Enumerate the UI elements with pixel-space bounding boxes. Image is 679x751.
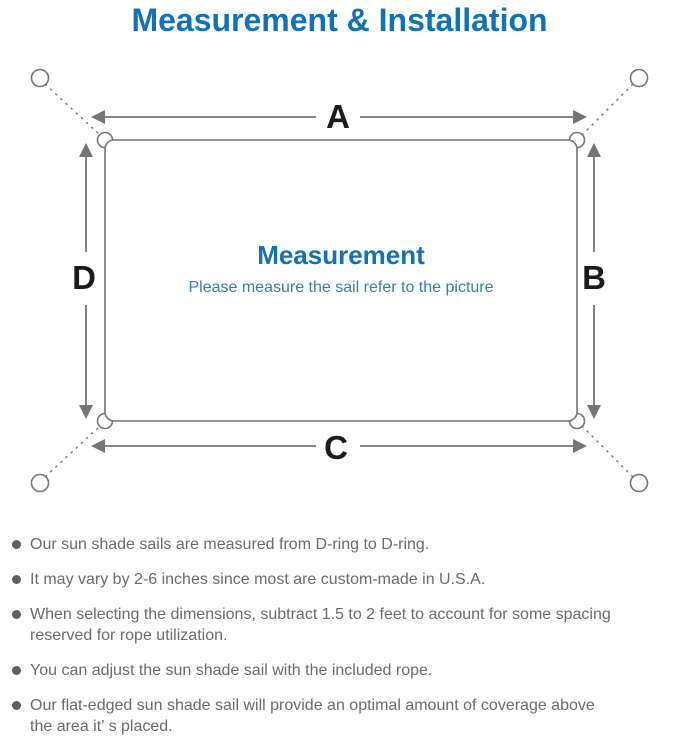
- anchor-rings: [30, 68, 649, 493]
- bullet-icon: [12, 540, 21, 549]
- list-item-text: When selecting the dimensions, subtract …: [30, 606, 611, 623]
- bullet-icon: [12, 701, 21, 710]
- dimension-label-b: B: [582, 259, 606, 296]
- arrowhead-up-icon: [79, 143, 93, 157]
- rope-line-bottom-right: [581, 425, 634, 478]
- arrowhead-down-icon: [587, 405, 601, 419]
- list-item: It may vary by 2-6 inches since most are…: [12, 569, 679, 590]
- dimension-label-d: D: [72, 259, 96, 296]
- rope-line-top-left: [44, 83, 101, 136]
- arrowhead-left-icon: [91, 439, 105, 453]
- arrowhead-right-icon: [573, 110, 587, 124]
- measurement-heading: Measurement: [257, 240, 425, 270]
- arrowhead-up-icon: [587, 143, 601, 157]
- dimension-label-a: A: [326, 98, 350, 135]
- list-item: You can adjust the sun shade sail with t…: [12, 660, 679, 681]
- measure-arrowheads: [79, 110, 601, 453]
- diagram-center-text: Measurement Please measure the sail refe…: [105, 240, 577, 297]
- anchor-ring-icon: [30, 68, 50, 88]
- rope-line-bottom-left: [44, 425, 101, 478]
- sail-outline: [104, 139, 578, 422]
- list-item: Our flat-edged sun shade sail will provi…: [12, 695, 679, 737]
- sail-diagram-canvas: [30, 68, 649, 493]
- instruction-list: Our sun shade sails are measured from D-…: [0, 534, 679, 751]
- list-item-text: reserved for rope utilization.: [30, 627, 228, 644]
- arrowhead-right-icon: [573, 439, 587, 453]
- anchor-ring-icon: [30, 473, 50, 493]
- arrowhead-down-icon: [79, 405, 93, 419]
- bullet-icon: [12, 666, 21, 675]
- list-item-text: Our sun shade sails are measured from D-…: [30, 536, 430, 553]
- bullet-icon: [12, 575, 21, 584]
- anchor-ring-icon: [629, 68, 649, 88]
- dimension-label-c: C: [324, 429, 348, 466]
- list-item-text: Our flat-edged sun shade sail will provi…: [30, 697, 595, 714]
- rope-line-top-right: [581, 83, 634, 136]
- measurement-subtitle: Please measure the sail refer to the pic…: [188, 279, 494, 297]
- list-item-text: You can adjust the sun shade sail with t…: [30, 662, 433, 679]
- list-item: Our sun shade sails are measured from D-…: [12, 534, 679, 555]
- anchor-ring-icon: [629, 473, 649, 493]
- arrowhead-left-icon: [91, 110, 105, 124]
- list-item-text: the area it’ s placed.: [30, 718, 173, 735]
- page-title: Measurement & Installation: [131, 2, 548, 38]
- bullet-icon: [12, 610, 21, 619]
- list-item-text: It may vary by 2-6 inches since most are…: [30, 571, 486, 588]
- measure-arrow-shafts: [85, 116, 595, 447]
- list-item: When selecting the dimensions, subtract …: [12, 604, 679, 646]
- rope-lines: [44, 83, 634, 478]
- measurement-diagram: A B C D Measurement Please measure the s…: [0, 40, 679, 500]
